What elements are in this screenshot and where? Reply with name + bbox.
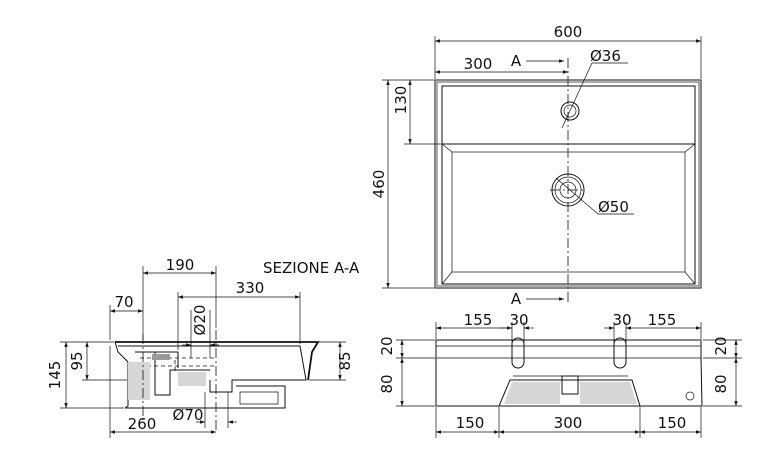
dim-right-span: 150 bbox=[658, 414, 687, 432]
dim-drain-hole: Ø50 bbox=[598, 198, 629, 216]
dim-left-fixing: 30 bbox=[509, 311, 528, 329]
dim-left-span: 150 bbox=[456, 414, 485, 432]
dim-tap-hole: Ø36 bbox=[590, 47, 621, 65]
dim-190: 190 bbox=[166, 256, 195, 274]
dim-drain-dia: Ø20 bbox=[191, 305, 209, 336]
section-marker-top: A bbox=[511, 52, 522, 70]
bowl-outline bbox=[441, 143, 696, 285]
dim-95: 95 bbox=[68, 351, 86, 370]
dim-300: 300 bbox=[464, 55, 493, 73]
front-outline bbox=[435, 339, 703, 407]
dim-bottom-right: 80 bbox=[712, 374, 730, 393]
section-view: SEZIONE A-A 190 70 330 bbox=[46, 256, 360, 438]
dim-600: 600 bbox=[554, 23, 583, 41]
dim-330: 330 bbox=[236, 279, 265, 297]
section-title: SEZIONE A-A bbox=[263, 259, 360, 277]
dim-top-left: 20 bbox=[378, 336, 396, 355]
dim-70: 70 bbox=[114, 293, 133, 311]
dim-260: 260 bbox=[128, 415, 157, 433]
dim-right-edge: 155 bbox=[648, 311, 677, 329]
dim-left-edge: 155 bbox=[464, 311, 493, 329]
dim-waste-dia: Ø70 bbox=[173, 406, 204, 424]
dim-460: 460 bbox=[370, 170, 388, 199]
tap-hole bbox=[560, 101, 580, 121]
dim-bottom-left: 80 bbox=[378, 374, 396, 393]
top-view: 600 300 A Ø36 Ø50 460 130 A bbox=[370, 23, 702, 308]
dim-130: 130 bbox=[392, 86, 410, 115]
dim-right-fixing: 30 bbox=[612, 311, 631, 329]
tap-ledge bbox=[441, 85, 696, 145]
section-marker-bottom: A bbox=[511, 290, 522, 308]
dim-85: 85 bbox=[336, 351, 354, 370]
dim-top-right: 20 bbox=[712, 336, 730, 355]
dim-mid-span: 300 bbox=[554, 414, 583, 432]
front-view: 155 30 30 155 20 80 20 80 150 300 150 bbox=[378, 311, 742, 438]
dim-145: 145 bbox=[46, 361, 64, 390]
